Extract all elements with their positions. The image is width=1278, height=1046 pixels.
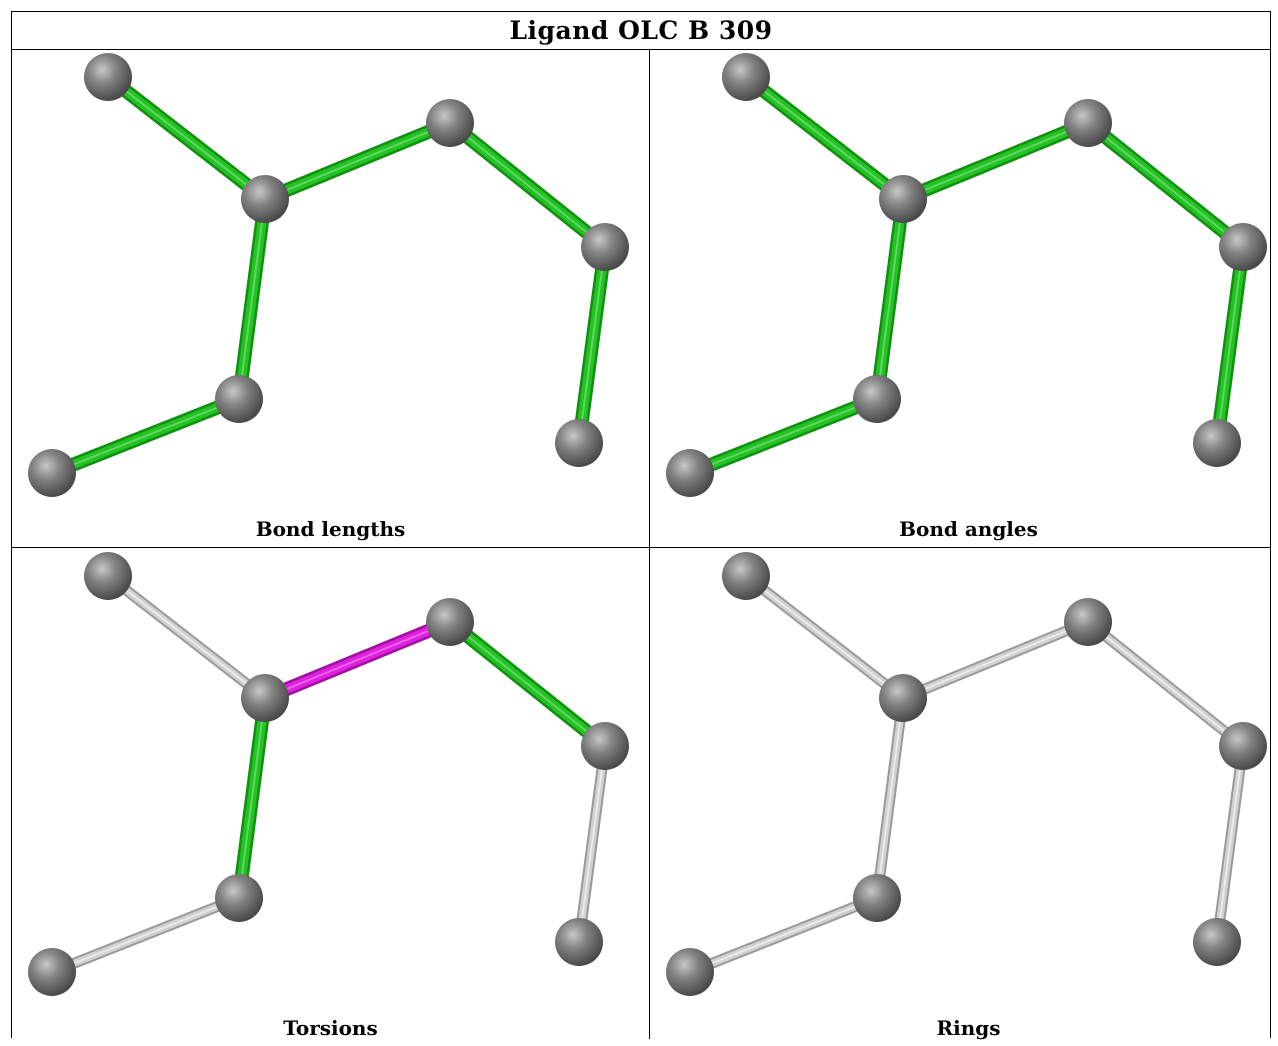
molecule-view: [28, 552, 629, 996]
bond-shine: [1216, 246, 1244, 444]
atom-sphere: [241, 175, 289, 223]
bond-highlight: [741, 72, 908, 204]
atom-sphere: [853, 874, 901, 922]
panel-rings: Rings: [650, 548, 1278, 1046]
atom-sphere: [28, 948, 76, 996]
bond-highlight: [103, 72, 270, 204]
molecule-view: [28, 53, 629, 497]
bond-shine: [745, 76, 904, 200]
bond-highlight: [1083, 118, 1248, 252]
bond-shine: [264, 122, 451, 200]
atom-sphere: [1219, 223, 1267, 271]
bond-shine: [578, 745, 606, 943]
bond-highlight: [685, 394, 882, 478]
bond-shine: [1087, 122, 1244, 248]
atom-sphere: [666, 449, 714, 497]
atom-sphere: [555, 918, 603, 966]
atom-sphere: [241, 674, 289, 722]
bond-highlight: [260, 617, 455, 703]
atom-sphere: [666, 948, 714, 996]
bond-highlight: [574, 242, 610, 448]
figure-frame: Ligand OLC B 309 Bond lengths Bond angle…: [11, 11, 1271, 1040]
atom-sphere: [84, 552, 132, 600]
bond-shine: [578, 246, 606, 444]
bond-shine: [238, 198, 266, 400]
molecule-view: [666, 53, 1267, 497]
bond-highlight: [898, 118, 1093, 204]
bond-highlight: [47, 394, 244, 478]
atom-sphere: [215, 375, 263, 423]
atom-sphere: [84, 53, 132, 101]
bond-shine: [107, 575, 266, 699]
bond-shine: [449, 122, 606, 248]
atom-sphere: [1219, 722, 1267, 770]
molecule-view: [666, 552, 1267, 996]
atom-sphere: [426, 99, 474, 147]
atom-sphere: [426, 598, 474, 646]
atom-sphere: [722, 552, 770, 600]
bond-highlight: [872, 194, 908, 404]
bond-shine: [745, 575, 904, 699]
atom-sphere: [879, 674, 927, 722]
bond-highlight: [234, 194, 270, 404]
bond-shine: [902, 122, 1089, 200]
figure-title: Ligand OLC B 309: [509, 16, 773, 45]
bond-shine: [264, 621, 451, 699]
atom-sphere: [581, 223, 629, 271]
bond-shine: [876, 697, 904, 899]
atom-sphere: [555, 419, 603, 467]
bond-shine: [876, 198, 904, 400]
atom-sphere: [722, 53, 770, 101]
atom-sphere: [215, 874, 263, 922]
atom-sphere: [1193, 918, 1241, 966]
atom-sphere: [879, 175, 927, 223]
atom-sphere: [1064, 598, 1112, 646]
bond-shine: [689, 897, 878, 973]
bond-highlight: [234, 693, 270, 903]
bond-shine: [238, 697, 266, 899]
atom-sphere: [853, 375, 901, 423]
bond-shine: [1087, 621, 1244, 747]
bond-shine: [51, 398, 240, 474]
panel-bond-angles: Bond angles: [650, 49, 1278, 547]
atom-sphere: [1193, 419, 1241, 467]
bond-shine: [1216, 745, 1244, 943]
panel-caption: Bond lengths: [255, 517, 406, 541]
bond-shine: [902, 621, 1089, 699]
atom-sphere: [581, 722, 629, 770]
panel-caption: Torsions: [283, 1016, 378, 1040]
bond-highlight: [1212, 242, 1248, 448]
atom-sphere: [1064, 99, 1112, 147]
bond-shine: [449, 621, 606, 747]
atom-sphere: [28, 449, 76, 497]
bond-shine: [51, 897, 240, 973]
title-row: Ligand OLC B 309: [12, 12, 1270, 50]
bond-highlight: [260, 118, 455, 204]
bond-highlight: [445, 617, 610, 751]
bond-highlight: [445, 118, 610, 252]
bond-shine: [689, 398, 878, 474]
panel-caption: Bond angles: [899, 517, 1038, 541]
panel-caption: Rings: [936, 1016, 1001, 1040]
grid-divider-horizontal: [12, 547, 1270, 548]
grid-divider-vertical: [649, 49, 650, 1039]
panel-torsions: Torsions: [12, 548, 649, 1046]
bond-shine: [107, 76, 266, 200]
panel-bond-lengths: Bond lengths: [12, 49, 649, 547]
